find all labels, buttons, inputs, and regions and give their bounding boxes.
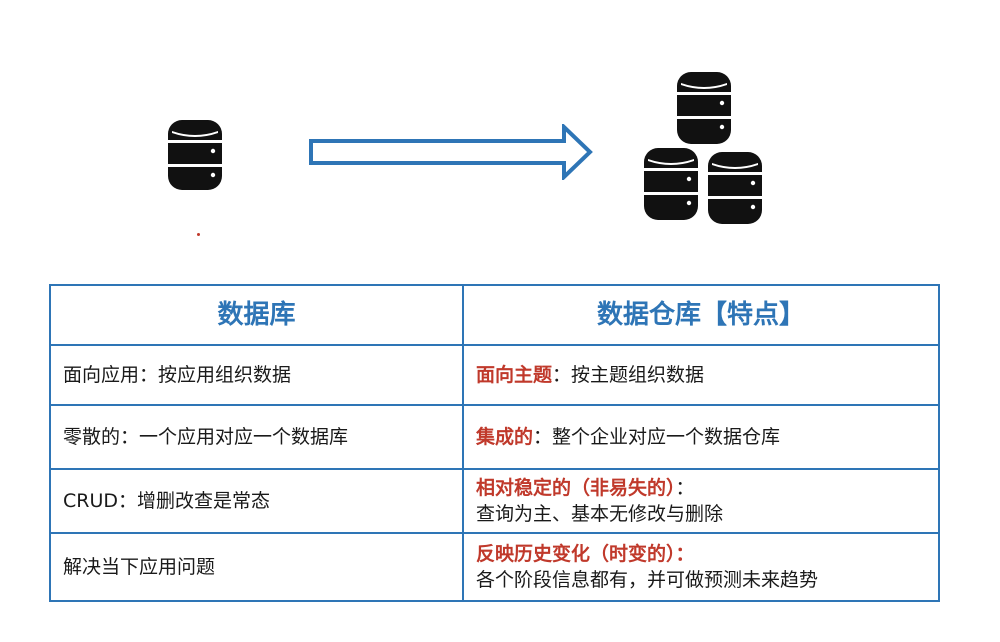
- feature-highlight: 面向主题: [476, 364, 553, 386]
- right-arrow-icon: [309, 124, 593, 180]
- database-stack-icon: [644, 72, 762, 224]
- cell-database-feature: CRUD：增删改查是常态: [49, 468, 464, 534]
- feature-description: ：按主题组织数据: [552, 364, 705, 386]
- feature-description: ：: [675, 477, 695, 499]
- marker-dot: [197, 233, 200, 236]
- cell-warehouse-feature: 集成的：整个企业对应一个数据仓库: [462, 404, 940, 470]
- cell-warehouse-feature: 相对稳定的（非易失的）： 查询为主、基本无修改与删除: [462, 468, 940, 534]
- feature-line-1: 反映历史变化（时变的）：: [476, 541, 938, 567]
- feature-line-1: 相对稳定的（非易失的）：: [476, 475, 938, 501]
- cell-warehouse-feature: 面向主题：按主题组织数据: [462, 344, 940, 406]
- comparison-table: 数据库 数据仓库【特点】 面向应用：按应用组织数据 面向主题：按主题组织数据 零…: [49, 284, 940, 602]
- database-icon: [168, 120, 222, 190]
- feature-highlight: 反映历史变化（时变的）：: [476, 543, 695, 565]
- feature-line-2: 各个阶段信息都有，并可做预测未来趋势: [476, 569, 819, 591]
- table-row: 面向应用：按应用组织数据 面向主题：按主题组织数据: [49, 344, 940, 406]
- feature-highlight: 相对稳定的（非易失的）: [476, 477, 676, 499]
- cell-warehouse-feature: 反映历史变化（时变的）： 各个阶段信息都有，并可做预测未来趋势: [462, 532, 940, 602]
- table-row: 解决当下应用问题 反映历史变化（时变的）： 各个阶段信息都有，并可做预测未来趋势: [49, 532, 940, 602]
- table-header-row: 数据库 数据仓库【特点】: [49, 284, 940, 346]
- header-data-warehouse: 数据仓库【特点】: [462, 284, 940, 346]
- cell-database-feature: 面向应用：按应用组织数据: [49, 344, 464, 406]
- feature-line-2: 查询为主、基本无修改与删除: [476, 503, 724, 525]
- table-row: 零散的：一个应用对应一个数据库 集成的：整个企业对应一个数据仓库: [49, 404, 940, 470]
- cell-database-feature: 解决当下应用问题: [49, 532, 464, 602]
- table-row: CRUD：增删改查是常态 相对稳定的（非易失的）： 查询为主、基本无修改与删除: [49, 468, 940, 534]
- header-database: 数据库: [49, 284, 464, 346]
- cell-database-feature: 零散的：一个应用对应一个数据库: [49, 404, 464, 470]
- feature-highlight: 集成的: [476, 426, 534, 448]
- feature-description: ：整个企业对应一个数据仓库: [533, 426, 781, 448]
